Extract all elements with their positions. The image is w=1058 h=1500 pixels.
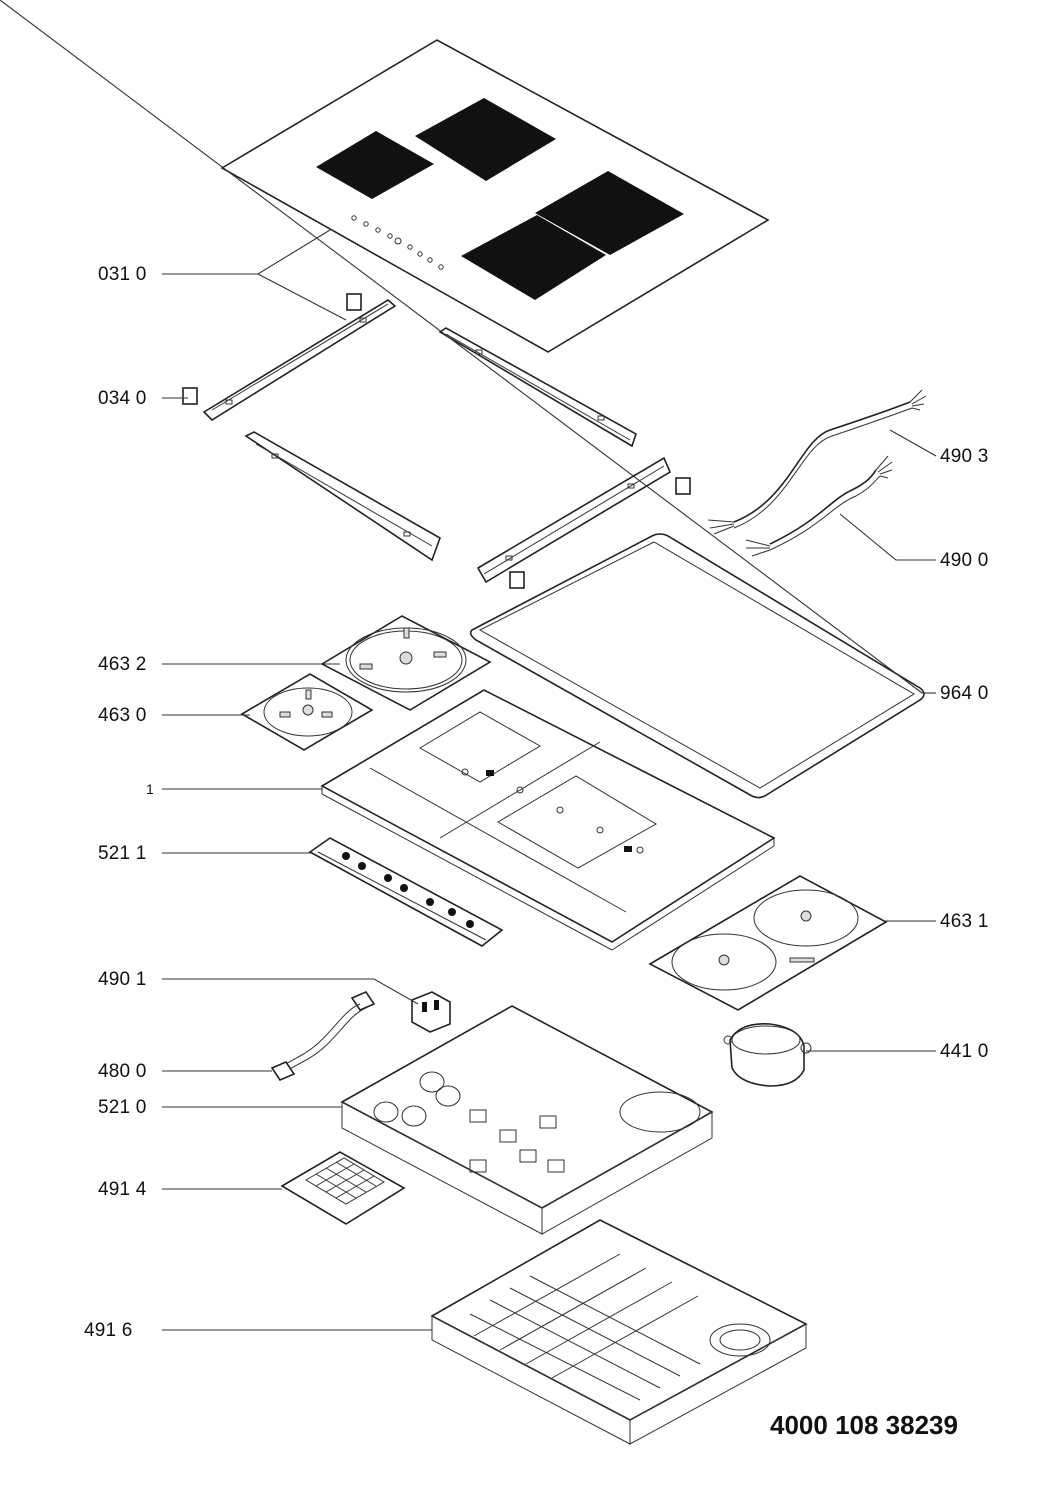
power-board [340, 1005, 714, 1235]
label-463-0: 463 0 [98, 705, 147, 726]
label-521-0: 521 0 [98, 1097, 147, 1118]
label-521-1: 521 1 [98, 843, 147, 864]
label-490-1: 490 1 [98, 969, 147, 990]
power-cable-490-0 [745, 455, 893, 557]
cooling-fan [723, 1023, 812, 1087]
frame-clip-2 [346, 293, 362, 311]
frame-profile-right-front [476, 456, 672, 584]
frame-profile-left-back [244, 431, 441, 562]
frame-clip-1 [182, 387, 198, 405]
label-463-2: 463 2 [98, 654, 147, 675]
frame-profile-right-back [438, 327, 637, 448]
frame-profile-left-front [202, 299, 397, 422]
glass-hob-top [220, 39, 770, 353]
label-490-0: 490 0 [940, 550, 989, 571]
label-441-0: 441 0 [940, 1041, 989, 1062]
label-1: 1 [146, 781, 154, 797]
cooking-zone-3 [461, 215, 606, 300]
induction-coil-plate-463-1 [648, 875, 888, 1011]
leader-lines [0, 0, 937, 1331]
support-tray [320, 689, 776, 951]
cooking-zone-1 [316, 131, 434, 199]
induction-coil-plate-463-0 [240, 673, 374, 751]
control-board [308, 837, 504, 947]
label-964-0: 964 0 [940, 683, 989, 704]
terminal-block [411, 991, 451, 1033]
filter-grille [280, 1151, 406, 1225]
ribbon-cable [270, 991, 376, 1081]
label-034-0: 034 0 [98, 388, 147, 409]
label-480-0: 480 0 [98, 1061, 147, 1082]
cooking-zone-4 [535, 171, 684, 255]
label-463-1: 463 1 [940, 911, 989, 932]
label-491-6: 491 6 [84, 1320, 133, 1341]
touch-controls [351, 215, 444, 270]
document-number: 4000 108 38239 [770, 1410, 958, 1440]
frame-clip-4 [509, 571, 525, 589]
label-491-4: 491 4 [98, 1179, 147, 1200]
frame-clip-3 [675, 477, 691, 495]
induction-coil-plate-463-2 [320, 615, 492, 711]
bottom-housing [430, 1219, 808, 1445]
power-cable-490-3 [707, 389, 927, 535]
label-490-3: 490 3 [940, 446, 989, 467]
label-031-0: 031 0 [98, 264, 147, 285]
cooking-zone-2 [415, 98, 556, 181]
hob-seal-gasket [469, 533, 925, 799]
